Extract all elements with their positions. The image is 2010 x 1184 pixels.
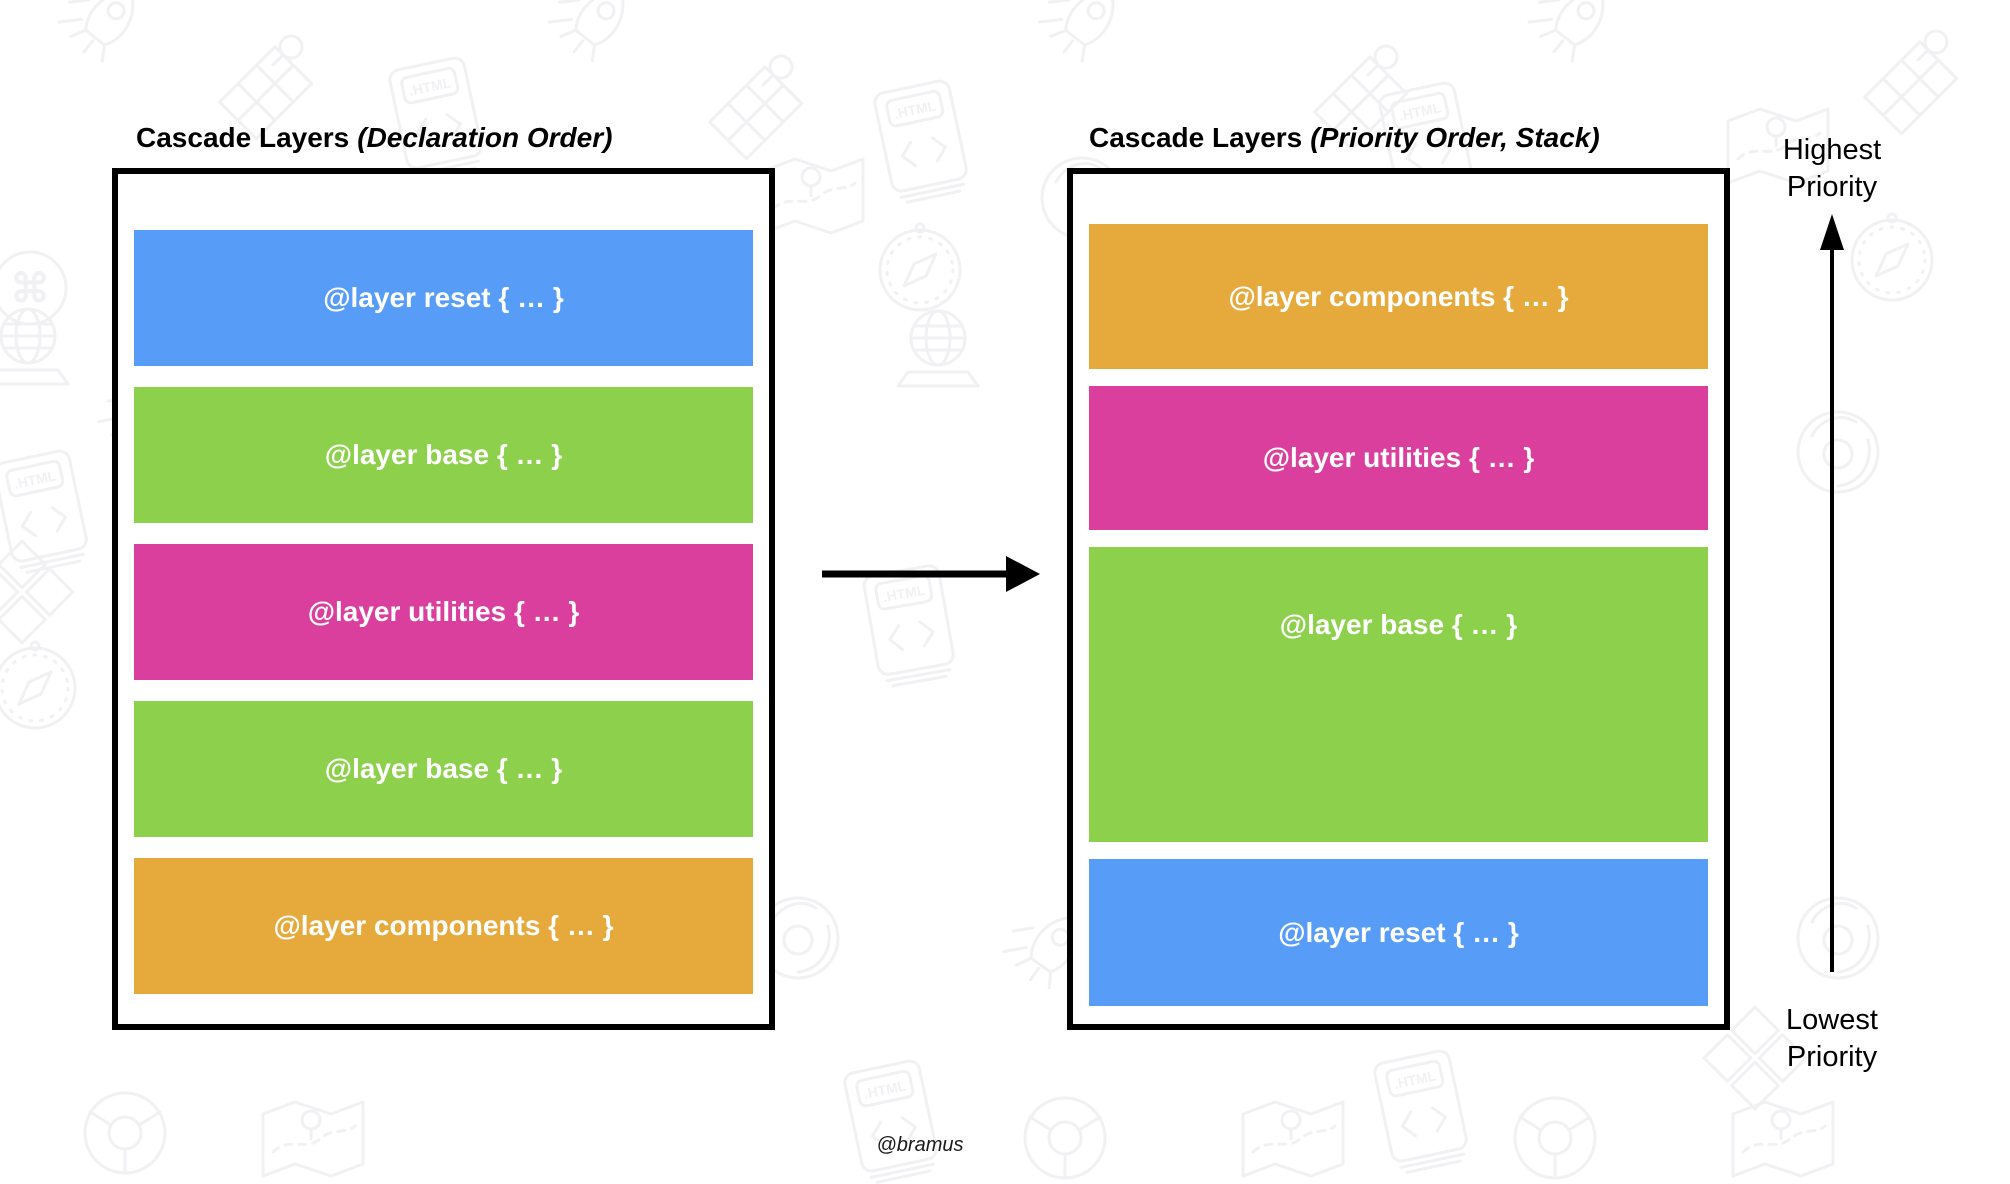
rocket-icon bbox=[49, 0, 149, 66]
satellite-icon bbox=[708, 54, 804, 161]
layer-bar-base: @layer base { … } bbox=[134, 387, 753, 523]
layer-bar-label: @layer base { … } bbox=[1279, 609, 1518, 640]
layer-bar-components: @layer components { … } bbox=[1089, 224, 1708, 369]
layer-bar-label: @layer utilities { … } bbox=[1262, 442, 1535, 473]
diamond-grid-icon bbox=[0, 539, 75, 645]
map-icon bbox=[261, 1100, 365, 1178]
layer-bar-label: @layer components { … } bbox=[1228, 280, 1569, 312]
map-icon bbox=[1241, 1100, 1345, 1178]
declaration-order-title: Cascade Layers(Declaration Order) bbox=[136, 120, 612, 156]
lowest-priority-line1: Lowest bbox=[1786, 1004, 1878, 1036]
firefox-icon bbox=[1796, 410, 1880, 494]
chrome-icon bbox=[83, 1091, 167, 1175]
rocket-icon bbox=[1029, 0, 1129, 66]
layer-bar-base: @layer base { … } bbox=[134, 701, 753, 837]
title-suffix: (Priority Order, Stack) bbox=[1310, 122, 1600, 153]
transform-arrow-icon bbox=[822, 556, 1040, 592]
layer-bar-label: @layer reset { … } bbox=[1278, 916, 1519, 948]
title-suffix: (Declaration Order) bbox=[357, 122, 613, 153]
firefox-icon bbox=[1796, 896, 1880, 980]
layer-bar-label: @layer base { … } bbox=[324, 439, 563, 470]
chrome-icon bbox=[1513, 1096, 1597, 1180]
layer-bar-label: @layer components { … } bbox=[273, 910, 614, 941]
layer-bar-utilities: @layer utilities { … } bbox=[1089, 386, 1708, 530]
html-file-badge-icon bbox=[841, 1057, 943, 1184]
priority-order-title: Cascade Layers(Priority Order, Stack) bbox=[1089, 120, 1600, 156]
safari-compass-icon bbox=[0, 640, 77, 730]
highest-priority-line2: Priority bbox=[1786, 171, 1878, 203]
html-file-badge-icon bbox=[386, 54, 488, 184]
credit-handle: @bramus bbox=[876, 1134, 964, 1156]
highest-priority-line1: Highest bbox=[1782, 134, 1882, 166]
html-file-badge-icon bbox=[871, 77, 973, 207]
rocket-icon bbox=[1519, 0, 1619, 66]
command-circle-icon bbox=[0, 250, 68, 326]
title-main: Cascade Layers bbox=[1089, 122, 1303, 153]
layer-bar-base-merged: @layer base { … } bbox=[1089, 547, 1708, 842]
layer-bar-reset: @layer reset { … } bbox=[134, 230, 753, 366]
map-icon bbox=[761, 157, 865, 235]
highest-priority-label: Highest Priority bbox=[1712, 132, 1952, 206]
safari-compass-icon bbox=[1850, 212, 1934, 302]
layer-bar-components: @layer components { … } bbox=[134, 858, 753, 994]
priority-axis-arrow-icon bbox=[1820, 214, 1844, 972]
html-file-badge-icon bbox=[0, 447, 93, 577]
globe-laptop-icon bbox=[0, 307, 70, 386]
chrome-icon bbox=[1023, 1096, 1107, 1180]
priority-order-panel: @layer components { … } @layer utilities… bbox=[1067, 168, 1730, 1030]
html-file-badge-icon bbox=[861, 562, 959, 690]
layer-bar-utilities: @layer utilities { … } bbox=[134, 544, 753, 680]
title-main: Cascade Layers bbox=[136, 122, 350, 153]
layer-bar-reset: @layer reset { … } bbox=[1089, 859, 1708, 1006]
html-file-badge-icon bbox=[1371, 1047, 1473, 1177]
globe-laptop-icon bbox=[896, 309, 980, 388]
lowest-priority-line2: Priority bbox=[1786, 1041, 1878, 1073]
lowest-priority-label: Lowest Priority bbox=[1712, 1002, 1952, 1076]
satellite-icon bbox=[1863, 29, 1959, 136]
map-icon bbox=[1731, 1100, 1835, 1178]
layer-bar-label: @layer base { … } bbox=[324, 753, 563, 784]
safari-compass-icon bbox=[878, 222, 962, 312]
layer-bar-label: @layer reset { … } bbox=[323, 282, 564, 313]
declaration-order-panel: @layer reset { … } @layer base { … } @la… bbox=[112, 168, 775, 1030]
rocket-icon bbox=[539, 0, 639, 66]
layer-bar-label: @layer utilities { … } bbox=[307, 596, 580, 627]
